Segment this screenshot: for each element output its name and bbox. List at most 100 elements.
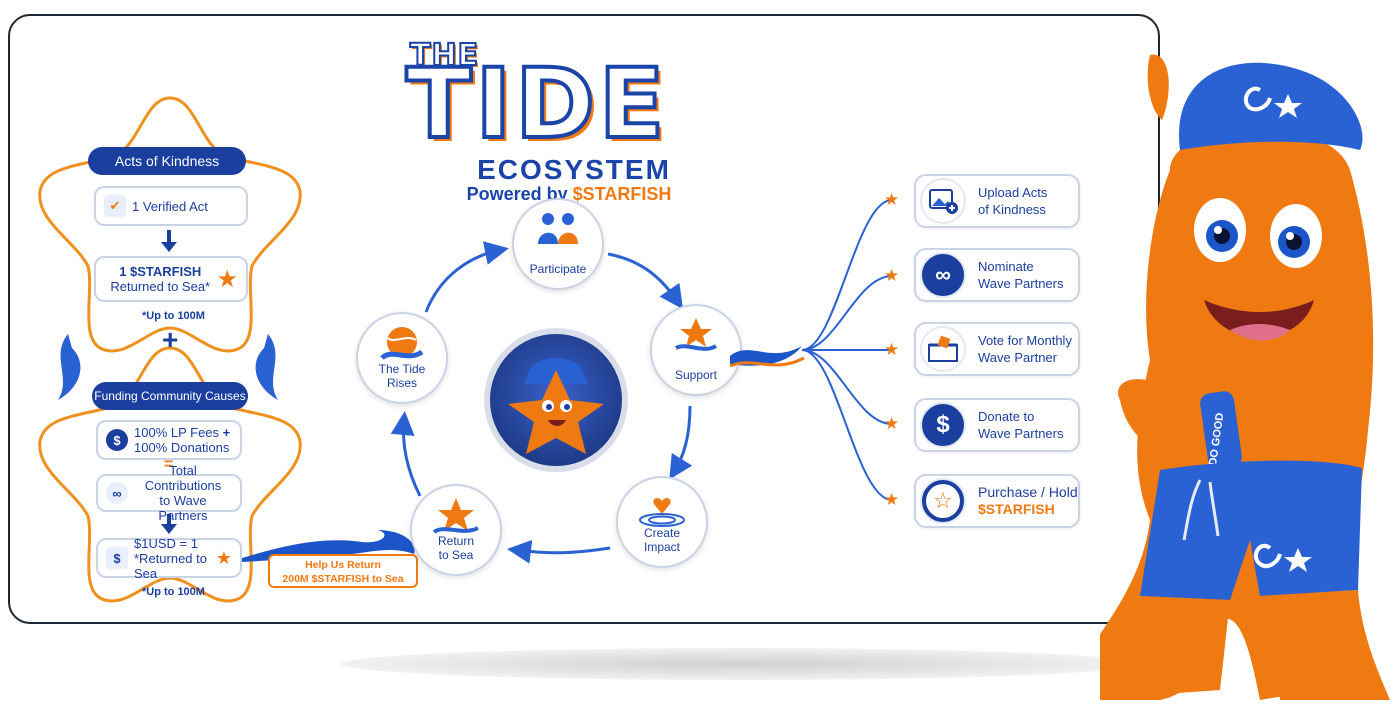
title-tide: TIDE — [404, 48, 669, 160]
mascot-shorts — [1140, 460, 1362, 600]
fees-plus: + — [222, 425, 231, 440]
action-donate-line2: Wave Partners — [978, 426, 1064, 441]
starfish-wave-icon — [432, 498, 479, 534]
usd-line1: $1USD = 1 — [134, 535, 198, 551]
mascot-mouth — [1204, 300, 1314, 338]
action-vote-line2: Wave Partner — [978, 350, 1057, 365]
left-wave-left — [58, 334, 81, 400]
action-donate[interactable]: $ Donate to Wave Partners — [914, 398, 1080, 452]
help-return-callout: Help Us Return 200M $STARFISH to Sea — [268, 554, 418, 588]
cash-icon: $ — [106, 547, 128, 569]
verified-act-label: 1 Verified Act — [132, 198, 208, 214]
cycle-arrows — [390, 241, 693, 564]
fees-card: $ 100% LP Fees + 100% Donations — [96, 420, 242, 460]
starfish-mascot-icon — [508, 358, 604, 454]
create-line1: Create — [643, 526, 681, 540]
funding-header: Funding Community Causes — [92, 382, 248, 410]
wave-logo-icon: ∞ — [920, 252, 966, 298]
equals-sign: = — [164, 456, 174, 473]
total-line1: Total Contributions — [144, 463, 222, 493]
action-vote-line1: Vote for Monthly — [978, 333, 1072, 348]
kindness-note: *Up to 100M — [142, 310, 205, 322]
funding-star-outline — [38, 346, 302, 603]
title-the: THE — [409, 37, 480, 74]
return-to-sea-label: Return to Sea — [438, 534, 474, 562]
node-tide-rises[interactable]: The Tide Rises — [356, 312, 448, 404]
funding-arrow-head — [161, 524, 177, 534]
starfish-coin-icon: ☆ — [920, 478, 966, 524]
powered-by: Powered by $STARFISH — [434, 184, 704, 205]
action-purchase-line2: $STARFISH — [978, 501, 1055, 517]
kindness-arrow-head — [161, 242, 177, 252]
node-support[interactable]: Support — [650, 304, 742, 396]
tide-rises-label: The Tide Rises — [379, 362, 426, 390]
node-create-impact[interactable]: Create Impact — [616, 476, 708, 568]
left-decor — [38, 96, 302, 603]
kindness-header: Acts of Kindness — [88, 147, 246, 175]
mascot-wristband — [1200, 391, 1242, 469]
callout-line1: Help Us Return — [305, 559, 381, 571]
funding-arrow-stem — [167, 514, 171, 526]
fees-line1: 100% LP Fees — [134, 425, 220, 440]
action-nominate-line1: Nominate — [978, 259, 1034, 274]
kindness-star-outline — [38, 96, 302, 353]
globe-wave-icon — [380, 327, 424, 361]
create-line2: Impact — [643, 540, 680, 554]
action-upload-line1: Upload Acts — [978, 185, 1048, 200]
ripple-heart-icon — [639, 498, 685, 527]
people-icon — [538, 213, 578, 244]
dollar-coin-icon: $ — [106, 429, 128, 451]
returned-to-sea-card: 1 $STARFISH Returned to Sea* ★ — [94, 256, 248, 302]
branch-star-2: ★ — [884, 266, 900, 285]
action-upload-line2: of Kindness — [978, 202, 1046, 217]
verified-act-card: ✔ 1 Verified Act — [94, 186, 248, 226]
verified-photo-icon: ✔ — [104, 195, 126, 217]
ecosystem-board: THE TIDE ECOSYSTEM Powered by $STARFISH … — [8, 14, 1160, 624]
return-line1: Return — [437, 534, 475, 548]
node-return-to-sea[interactable]: Return to Sea — [410, 484, 502, 576]
center-mascot-badge — [484, 328, 628, 472]
support-branches — [729, 199, 893, 501]
action-purchase-line1: Purchase / Hold — [978, 484, 1078, 500]
action-upload-acts[interactable]: Upload Acts of Kindness — [914, 174, 1080, 228]
action-purchase[interactable]: ☆ Purchase / Hold$STARFISH — [914, 474, 1080, 528]
participate-label: Participate — [529, 262, 587, 276]
powered-prefix: Powered by — [466, 184, 568, 204]
return-line2: to Sea — [438, 548, 474, 562]
branch-star-1: ★ — [884, 190, 900, 209]
callout-line2: 200M $STARFISH to Sea — [282, 573, 404, 585]
funding-note: *Up to 100M — [142, 586, 205, 598]
node-participate[interactable]: Participate — [512, 198, 604, 290]
action-donate-line1: Donate to — [978, 409, 1035, 424]
rises-line2: Rises — [386, 376, 417, 390]
create-impact-label: Create Impact — [644, 526, 680, 554]
ballot-box-icon — [920, 326, 966, 372]
total-contributions-card: ∞ Total Contributions to Wave Partners — [96, 463, 242, 523]
mascot: DO GOOD — [1100, 54, 1390, 700]
wave-logo-small-icon: ∞ — [106, 482, 128, 504]
returned-line1: 1 $STARFISH — [119, 264, 202, 279]
hand-star-icon — [674, 318, 718, 351]
usd-return-card: $ $1USD = 1 *Returned to Sea ★ — [96, 535, 242, 581]
floor-shadow — [340, 648, 1140, 680]
branch-star-5: ★ — [884, 490, 900, 509]
branch-star-3: ★ — [884, 340, 900, 359]
powered-token: $STARFISH — [572, 184, 672, 204]
branch-star-4: ★ — [884, 414, 900, 433]
fees-line2: 100% Donations — [134, 440, 230, 455]
action-nominate-line2: Wave Partners — [978, 276, 1064, 291]
left-wave-right — [255, 334, 278, 400]
kindness-arrow-stem — [167, 230, 171, 244]
starfish-icon: ★ — [216, 265, 238, 293]
image-upload-icon — [920, 178, 966, 224]
plus-sign: + — [162, 324, 179, 355]
dollar-icon: $ — [920, 402, 966, 448]
title-ecosystem: ECOSYSTEM — [477, 154, 671, 185]
total-line2: to Wave Partners — [158, 493, 208, 523]
rises-line1: The Tide — [378, 362, 426, 376]
returned-line2: Returned to Sea* — [110, 279, 211, 294]
starfish-small-icon: ★ — [215, 547, 232, 568]
mascot-cap — [1179, 62, 1363, 150]
